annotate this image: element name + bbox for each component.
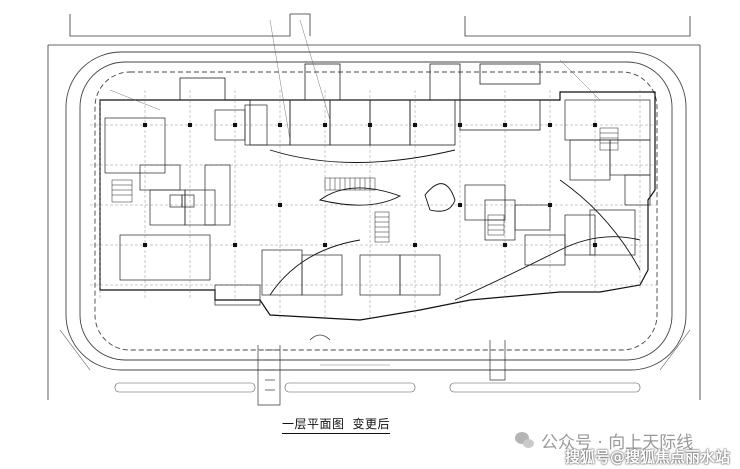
column-grid (90, 90, 660, 320)
ring-road (65, 51, 687, 371)
columns (143, 123, 597, 247)
core-left (104, 104, 268, 281)
retail-units-bottom (214, 249, 441, 306)
site-boundary (47, 13, 701, 400)
sohu-watermark: 搜狐号@搜狐焦点丽水站 (564, 448, 730, 466)
caption-title: 一层平面图 (282, 417, 345, 431)
atrium-curves (269, 149, 641, 301)
wechat-watermark: 公众号 · 向上天际线 (515, 428, 693, 453)
drawing-caption: 一层平面图变更后 (282, 415, 391, 434)
wechat-icon (515, 431, 535, 450)
annotation-leaders (109, 19, 601, 366)
core-right (464, 99, 651, 266)
stairs-hatch (111, 127, 619, 243)
watermark-account: 公众号 · 向上天际线 (541, 433, 694, 453)
entrance-ramp (257, 334, 506, 406)
caption-subtitle: 变更后 (352, 417, 391, 431)
building-outline (99, 91, 656, 321)
retail-units-top (179, 63, 541, 146)
parking-strip (59, 329, 691, 393)
